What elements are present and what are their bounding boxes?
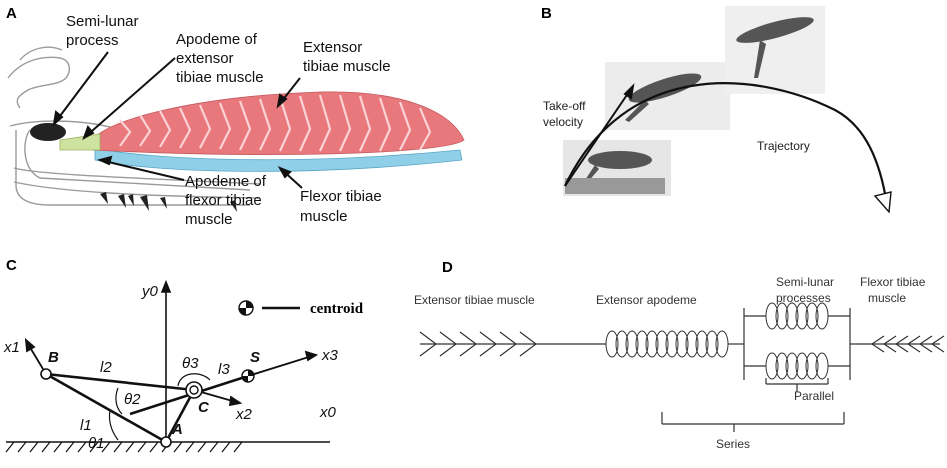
locust-silhouettes bbox=[565, 17, 814, 194]
label-apodeme-extensor-line3: tibiae muscle bbox=[176, 69, 264, 86]
ground-hatching bbox=[5, 441, 243, 453]
parallel-bracket bbox=[765, 378, 829, 392]
label-a: A bbox=[171, 421, 183, 438]
panel-b-jump-trajectory: B Take-off velocity Trajectory bbox=[541, 5, 892, 214]
label-trajectory: Trajectory bbox=[757, 139, 810, 153]
label-takeoff-velocity-line1: Take-off bbox=[543, 99, 586, 113]
label-flexor-line2: muscle bbox=[868, 291, 906, 305]
y0-axis bbox=[160, 279, 172, 442]
semi-lunar-spring-bottom bbox=[765, 352, 829, 380]
label-flexor-line1: Flexor tibiae bbox=[860, 275, 926, 289]
label-parallel: Parallel bbox=[794, 389, 834, 403]
label-apodeme-flexor-line1: Apodeme of bbox=[185, 173, 267, 190]
label-x1: x1 bbox=[3, 339, 20, 356]
label-apodeme-extensor-line1: Apodeme of bbox=[176, 31, 258, 48]
label-theta1: θ1 bbox=[88, 435, 104, 452]
label-x0: x0 bbox=[319, 404, 337, 421]
label-x3: x3 bbox=[321, 347, 339, 364]
tibia-outline bbox=[13, 167, 261, 199]
panel-b-letter: B bbox=[541, 5, 552, 22]
label-series: Series bbox=[716, 437, 750, 451]
joint-b bbox=[40, 368, 52, 380]
takeoff-velocity-arrow bbox=[564, 83, 635, 187]
label-apodeme-flexor-line3: muscle bbox=[185, 211, 233, 228]
label-takeoff-velocity-line2: velocity bbox=[543, 115, 583, 129]
flexor-muscle-shape bbox=[94, 147, 463, 172]
centroid-legend-symbol bbox=[238, 300, 300, 316]
label-l2: l2 bbox=[100, 359, 112, 376]
parallel-frame bbox=[743, 308, 851, 380]
joint-a bbox=[160, 436, 172, 448]
series-bracket bbox=[661, 412, 845, 432]
label-b: B bbox=[48, 349, 59, 366]
label-x2: x2 bbox=[235, 406, 253, 423]
panel-d-letter: D bbox=[442, 259, 453, 276]
extensor-muscle-fibers bbox=[119, 94, 432, 152]
extensor-apodeme-spring bbox=[605, 330, 729, 358]
label-extensor-apodeme: Extensor apodeme bbox=[596, 293, 697, 307]
label-s: S bbox=[250, 349, 260, 366]
label-apodeme-flexor-line2: flexor tibiae bbox=[185, 192, 262, 209]
label-semi-lunar-line1: Semi-lunar bbox=[66, 13, 139, 30]
trajectory-curve bbox=[564, 82, 889, 206]
centroid-s-marker bbox=[241, 369, 255, 383]
label-flexor-line1: Flexor tibiae bbox=[300, 188, 382, 205]
label-semi-lunar-line1: Semi-lunar bbox=[776, 275, 834, 289]
label-l3: l3 bbox=[218, 361, 230, 378]
panel-c-letter: C bbox=[6, 257, 17, 274]
trajectory-arrowhead bbox=[873, 191, 892, 214]
x3-axis bbox=[247, 350, 319, 377]
label-apodeme-extensor-line2: extensor bbox=[176, 50, 234, 67]
centroid-legend-label: centroid bbox=[310, 301, 364, 317]
label-theta2: θ2 bbox=[124, 391, 141, 408]
flexor-muscle-chevrons bbox=[870, 335, 945, 353]
panel-a-letter: A bbox=[6, 5, 17, 22]
x1-axis bbox=[24, 337, 47, 375]
label-theta3: θ3 bbox=[182, 355, 199, 372]
label-extensor-line1: Extensor bbox=[303, 39, 362, 56]
label-y0: y0 bbox=[141, 283, 159, 300]
extensor-muscle-chevrons bbox=[419, 331, 550, 357]
theta3-arc bbox=[177, 373, 211, 387]
label-l1: l1 bbox=[80, 417, 92, 434]
extensor-apodeme-shape bbox=[59, 133, 101, 151]
label-semi-lunar-line2: process bbox=[66, 32, 119, 49]
femur-outline bbox=[7, 46, 251, 206]
tibia-spines bbox=[100, 192, 237, 212]
label-extensor-line2: tibiae muscle bbox=[303, 58, 391, 75]
label-c: C bbox=[198, 399, 210, 416]
panel-c-kinematic-model: C bbox=[3, 257, 364, 453]
panel-a-arrows bbox=[52, 51, 303, 189]
panel-d-mechanical-model: D Extensor tibiae muscle Extensor apodem… bbox=[414, 259, 945, 451]
label-semi-lunar-line2: processes bbox=[776, 291, 831, 305]
theta2-arc bbox=[115, 387, 123, 415]
theta1-arc bbox=[108, 409, 119, 441]
label-extensor-tibiae-muscle: Extensor tibiae muscle bbox=[414, 293, 535, 307]
semi-lunar-process-shape bbox=[30, 123, 66, 141]
panel-a-leg-anatomy: A Semi-lunar process Apodeme of extensor… bbox=[6, 5, 465, 228]
linkage-bars bbox=[45, 372, 249, 444]
label-flexor-line2: muscle bbox=[300, 208, 348, 225]
semi-lunar-spring-top bbox=[765, 302, 829, 330]
